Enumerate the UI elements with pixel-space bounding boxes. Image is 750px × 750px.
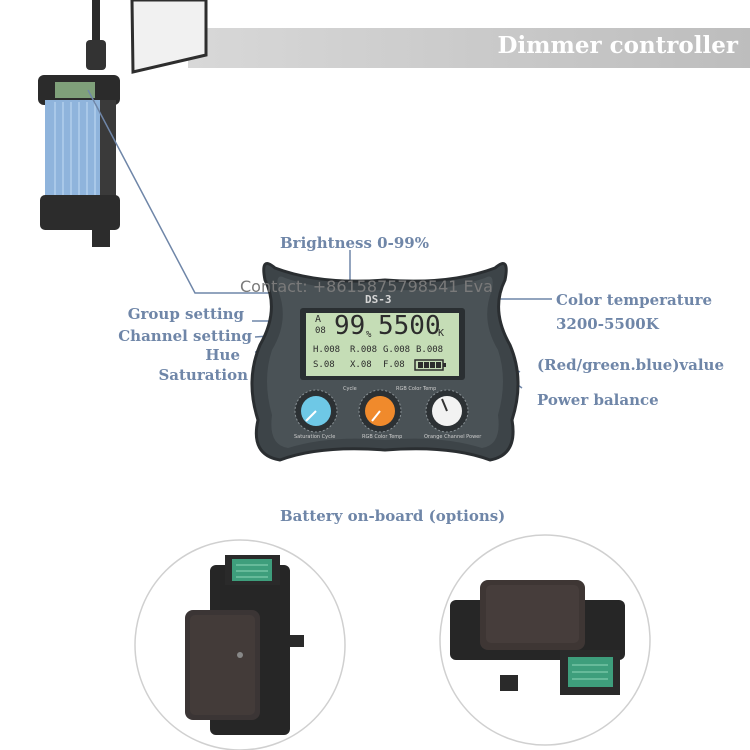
lcd-green: G.008	[383, 345, 411, 355]
color-temp-knob-icon	[358, 389, 402, 433]
lcd-hue: H.008	[313, 345, 341, 355]
label-channel-setting: Channel setting	[118, 327, 252, 345]
label-color-temperature-range: 3200-5500K	[556, 315, 659, 333]
knob-caption-left: Cycle	[343, 386, 357, 392]
lcd-color-temp: 5500	[378, 311, 441, 341]
label-battery: Battery on-board (options)	[280, 507, 506, 525]
stand-battery-image	[38, 75, 120, 247]
knob-label-right: Orange Channel Power	[424, 434, 482, 440]
lcd-red: R.008	[350, 345, 378, 355]
label-brightness: Brightness 0-99%	[280, 234, 429, 252]
battery-photos	[134, 534, 651, 750]
model-name: DS-3	[365, 293, 392, 306]
knob-panel	[294, 389, 469, 433]
power-knob-icon	[425, 389, 469, 433]
lcd-saturation: S.08	[313, 360, 335, 370]
contact-watermark: Contact: +8615875798541 Eva	[240, 277, 493, 296]
knob-label-middle: RGB Color Temp	[362, 434, 403, 440]
label-rgb-value: (Red/green.blue)value	[537, 356, 724, 374]
battery-level-icon	[414, 359, 446, 371]
stand-pole	[92, 0, 100, 70]
lcd-color-temp-unit: K	[438, 328, 445, 339]
lcd-blue: B.008	[416, 345, 444, 355]
label-saturation: Saturation	[158, 366, 248, 384]
label-color-temperature: Color temperature	[556, 291, 713, 309]
label-group-setting: Group setting	[127, 305, 244, 323]
knob-caption-middle: RGB Color Temp	[396, 386, 437, 392]
banner-title: Dimmer controller	[497, 32, 739, 59]
lcd-brightness-unit: %	[366, 330, 372, 340]
label-hue: Hue	[205, 346, 240, 364]
lcd-group-number: 08	[315, 326, 326, 336]
saturation-knob-icon	[294, 389, 338, 433]
battery-photo-left	[134, 539, 346, 750]
knob-label-left: Saturation Cycle	[294, 434, 336, 440]
battery-photo-right	[439, 534, 651, 746]
lcd-x: X.08	[350, 360, 372, 370]
lcd-f: F.08	[383, 360, 405, 370]
title-banner: Dimmer controller	[188, 28, 750, 68]
lcd-brightness: 99	[334, 311, 366, 341]
light-panel	[130, 0, 208, 74]
label-power-balance: Power balance	[537, 391, 659, 409]
lcd-group: A	[315, 314, 322, 325]
